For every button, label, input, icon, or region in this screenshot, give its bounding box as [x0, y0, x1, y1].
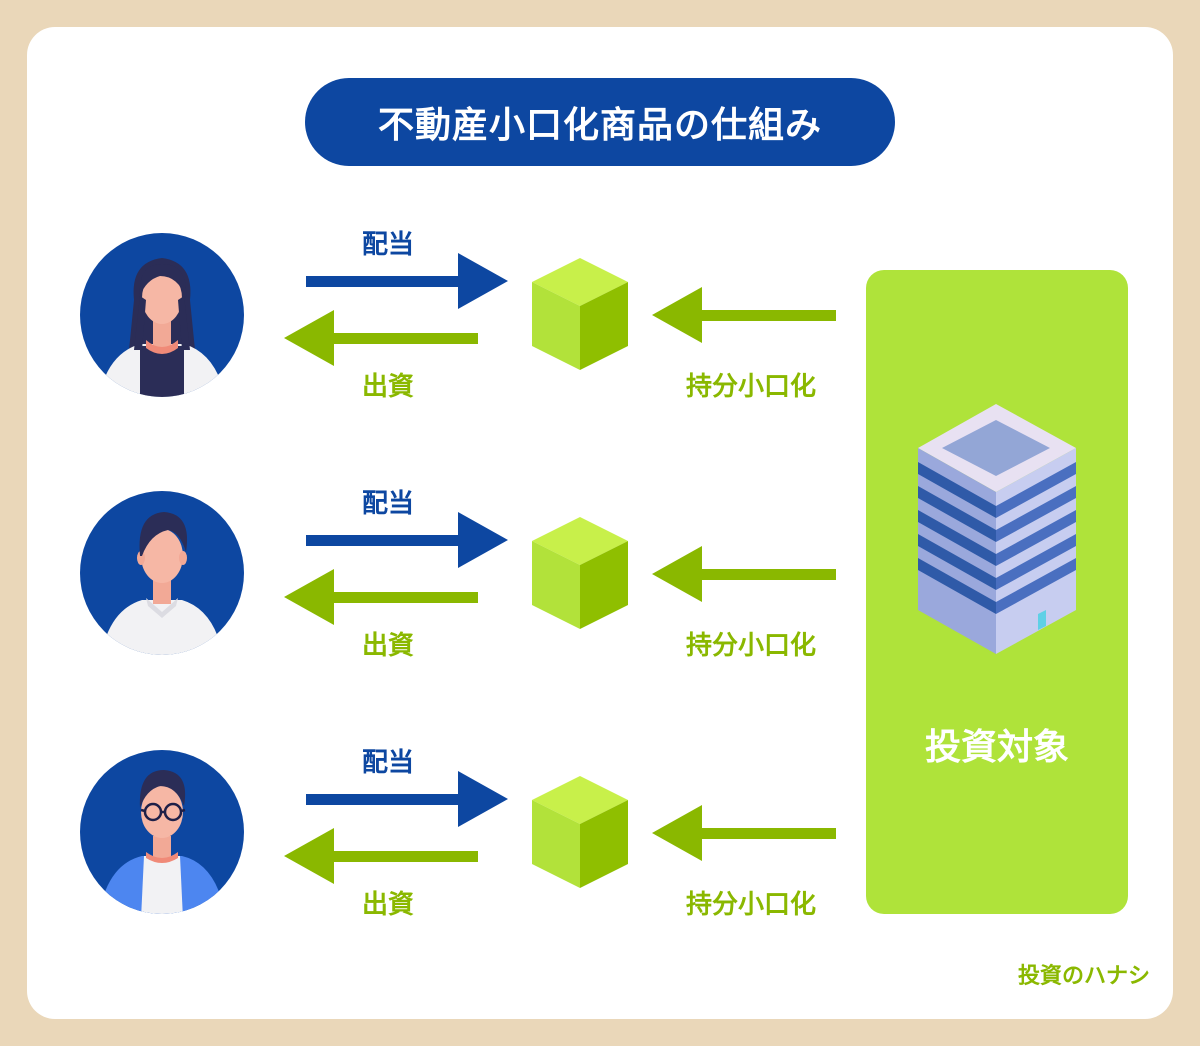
fractional-label: 持分小口化: [686, 890, 817, 920]
investment-arrow: [284, 569, 478, 625]
investor-man-icon: [80, 491, 244, 655]
investment-label: 出資: [362, 631, 415, 661]
investment-arrow: [284, 310, 478, 366]
dividend-arrow: [306, 771, 508, 827]
investment-label: 出資: [362, 890, 415, 920]
investment-label: 出資: [362, 372, 415, 402]
fractional-arrow: [652, 805, 836, 861]
watermark: 投資のハナシ: [1017, 964, 1150, 989]
dividend-label: 配当: [362, 748, 415, 778]
cube-icon: [532, 258, 628, 370]
fractional-label: 持分小口化: [686, 631, 817, 661]
fractional-label: 持分小口化: [686, 372, 817, 402]
building-icon: [918, 404, 1076, 654]
dividend-arrow: [306, 512, 508, 568]
investment-target-label: 投資対象: [924, 727, 1069, 768]
investor-woman-icon: [80, 233, 244, 397]
dividend-arrow: [306, 253, 508, 309]
fractional-arrow: [652, 287, 836, 343]
investment-arrow: [284, 828, 478, 884]
cube-icon: [532, 517, 628, 629]
dividend-label: 配当: [362, 230, 415, 260]
dividend-label: 配当: [362, 489, 415, 519]
page-title: 不動産小口化商品の仕組み: [305, 78, 895, 166]
cube-icon: [532, 776, 628, 888]
fractional-arrow: [652, 546, 836, 602]
investor-glasses-man-icon: [80, 750, 244, 914]
